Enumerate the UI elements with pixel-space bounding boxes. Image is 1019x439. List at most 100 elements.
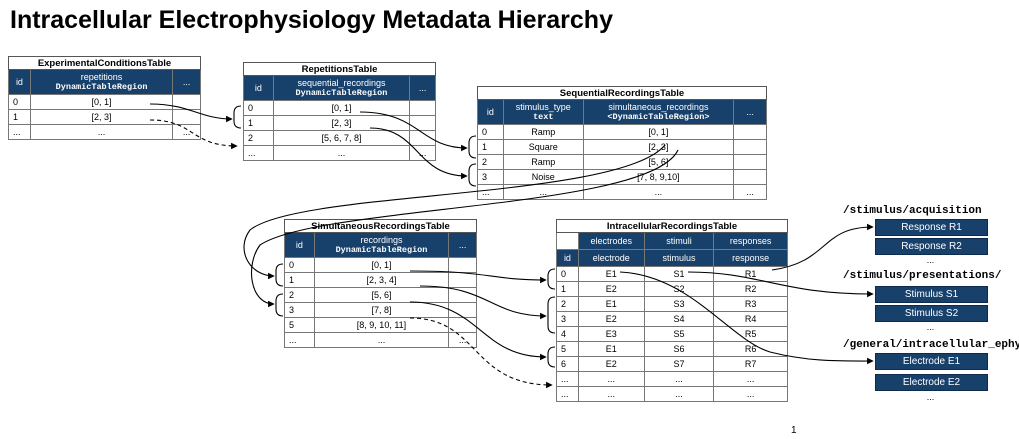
cell-stimulus: S7 [643,356,715,372]
table-row: 1 E2 S2 R2 [556,281,788,297]
cell-id: 0 [284,257,315,273]
column-header-id: id [243,75,274,101]
table-row: 0 [0, 1] [8,94,201,110]
table-row: 6 E2 S7 R7 [556,356,788,372]
cell-stimulus-type: Noise [502,169,584,185]
column-header-type: DynamicTableRegion [295,88,388,98]
table-row: 3 [7, 8] [284,302,477,318]
table-row: 0 [0, 1] [284,257,477,273]
cell-more [733,124,767,140]
path-item-electrode-e2: Electrode E2 [875,374,988,391]
column-header-type: <DynamicTableRegion> [607,112,710,122]
cell-more [733,139,767,155]
cell-more [448,272,477,288]
table-row: ... ... ... ... [556,371,788,387]
cell-id: ... [284,332,315,348]
cell-id: 1 [556,281,579,297]
path-more-acquisition: ... [926,255,935,265]
path-item-response-r2: Response R2 [875,238,988,255]
path-label-acquisition: /stimulus/acquisition [843,205,982,217]
cell-response: R1 [713,266,788,282]
column-group-stimuli: stimuli [643,232,715,250]
table-name: SimultaneousRecordingsTable [284,219,477,233]
cell-more: ... [409,145,436,161]
table-row: 0 E1 S1 R1 [556,266,788,282]
table-name: SequentialRecordingsTable [477,86,767,100]
path-more-presentations: ... [926,322,935,332]
table-row: 2 [5, 6] [284,287,477,303]
column-header-type: text [533,112,554,122]
cell-id: 3 [556,311,579,327]
cell-repetitions: [0, 1] [29,94,174,110]
column-header-response: response [713,249,788,267]
path-more-ephys: ... [926,392,935,402]
cell-response: R6 [713,341,788,357]
cell-sequential-recordings: [2, 3] [272,115,411,131]
path-item-stimulus-s1: Stimulus S1 [875,286,988,303]
cell-id: 3 [284,302,315,318]
cell-more [409,100,436,116]
bracket-simultaneous-2-3 [275,293,284,317]
cell-more [448,317,477,333]
cell-simultaneous-recordings: ... [582,184,735,200]
table-row: ... ... ... [8,124,201,140]
simultaneous-recordings-table: SimultaneousRecordingsTable id recording… [284,219,477,348]
table-row: 5 [8, 9, 10, 11] [284,317,477,333]
cell-more [409,130,436,146]
cell-electrode: E2 [577,281,645,297]
cell-id: 0 [243,100,274,116]
bracket-intracellular-0-1 [547,268,556,290]
cell-recordings: [5, 6] [313,287,450,303]
cell-repetitions: ... [29,124,174,140]
cell-recordings: [2, 3, 4] [313,272,450,288]
cell-response: R7 [713,356,788,372]
cell-response: ... [713,371,788,387]
experimental-conditions-table: ExperimentalConditionsTable id repetitio… [8,56,201,140]
column-group-spacer [556,232,579,250]
table-name: ExperimentalConditionsTable [8,56,201,70]
table-row: 5 E1 S6 R6 [556,341,788,357]
cell-stimulus: S6 [643,341,715,357]
cell-electrode: E2 [577,356,645,372]
table-row: ... ... ... [284,332,477,348]
table-name: IntracellularRecordingsTable [556,219,788,233]
cell-id: ... [243,145,274,161]
page-number: 1 [791,425,797,436]
table-row: 1 Square [2, 3] [477,139,767,155]
table-name: RepetitionsTable [243,62,436,76]
cell-id: 5 [556,341,579,357]
column-header-id: id [8,69,31,95]
bracket-repetitions-0-1 [233,105,242,129]
cell-recordings: ... [313,332,450,348]
cell-stimulus-type: Ramp [502,154,584,170]
cell-stimulus: S2 [643,281,715,297]
column-header-sequential-recordings: sequential_recordings DynamicTableRegion [272,75,411,101]
column-header-id: id [556,249,579,267]
column-header-label: stimulus_type [515,102,571,112]
column-header-label: simultaneous_recordings [608,102,709,112]
cell-id: 1 [284,272,315,288]
path-item-response-r1: Response R1 [875,219,988,236]
column-group-responses: responses [713,232,788,250]
cell-stimulus: ... [643,386,715,402]
table-row: 3 Noise [7, 8, 9,10] [477,169,767,185]
column-header-label: sequential_recordings [297,78,386,88]
column-header-simultaneous-recordings: simultaneous_recordings <DynamicTableReg… [582,99,735,125]
path-item-stimulus-s2: Stimulus S2 [875,305,988,322]
column-header-id: id [477,99,504,125]
cell-sequential-recordings: ... [272,145,411,161]
cell-electrode: E1 [577,266,645,282]
cell-stimulus-type: ... [502,184,584,200]
table-row: ... ... ... ... [556,386,788,402]
cell-id: 3 [477,169,504,185]
column-header-label: repetitions [80,72,123,82]
table-row: 2 E1 S3 R3 [556,296,788,312]
cell-id: 6 [556,356,579,372]
column-header-more: ... [733,99,767,125]
bracket-simultaneous-0-1 [275,263,284,287]
table-row: 3 E2 S4 R4 [556,311,788,327]
cell-simultaneous-recordings: [0, 1] [582,124,735,140]
cell-response: R5 [713,326,788,342]
column-header-more: ... [172,69,201,95]
cell-recordings: [8, 9, 10, 11] [313,317,450,333]
